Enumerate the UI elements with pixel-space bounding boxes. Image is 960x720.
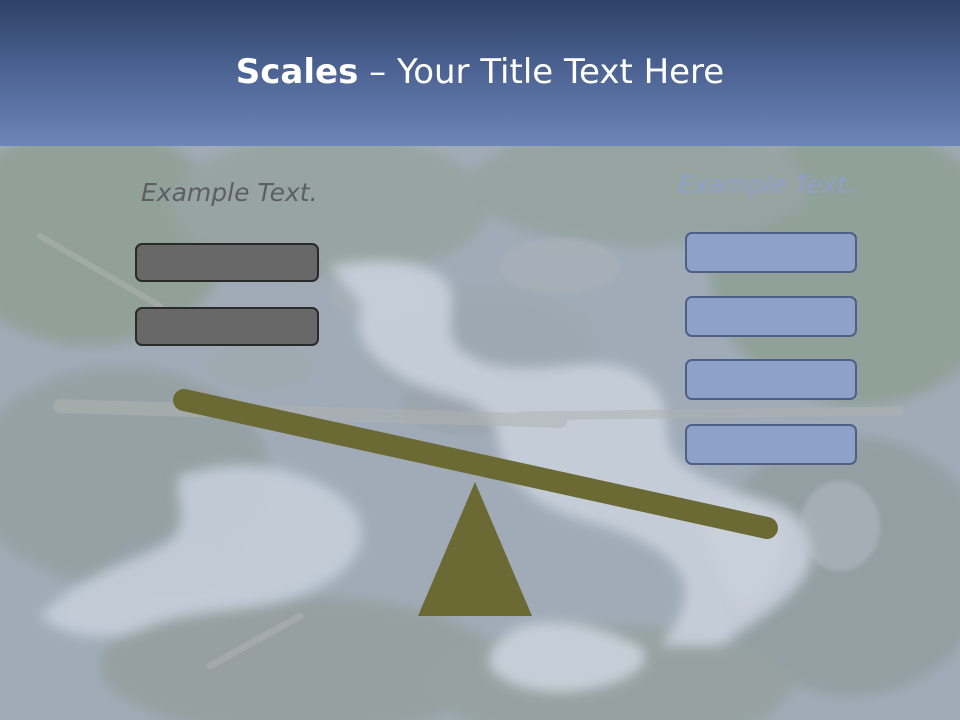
left-weight-box-1[interactable]	[135, 243, 319, 282]
left-example-text: Example Text.	[141, 178, 318, 207]
left-weight-box-2[interactable]	[135, 307, 319, 346]
right-weight-box-2[interactable]	[685, 296, 857, 337]
right-example-text: Example Text.	[678, 170, 855, 199]
slide-title: Scales – Your Title Text Here	[0, 52, 960, 92]
right-weight-box-3[interactable]	[685, 359, 857, 400]
title-rest: – Your Title Text Here	[358, 52, 725, 92]
title-bold-word: Scales	[235, 52, 359, 92]
title-bar	[0, 0, 960, 146]
right-weight-box-1[interactable]	[685, 232, 857, 273]
right-weight-box-4[interactable]	[685, 424, 857, 465]
